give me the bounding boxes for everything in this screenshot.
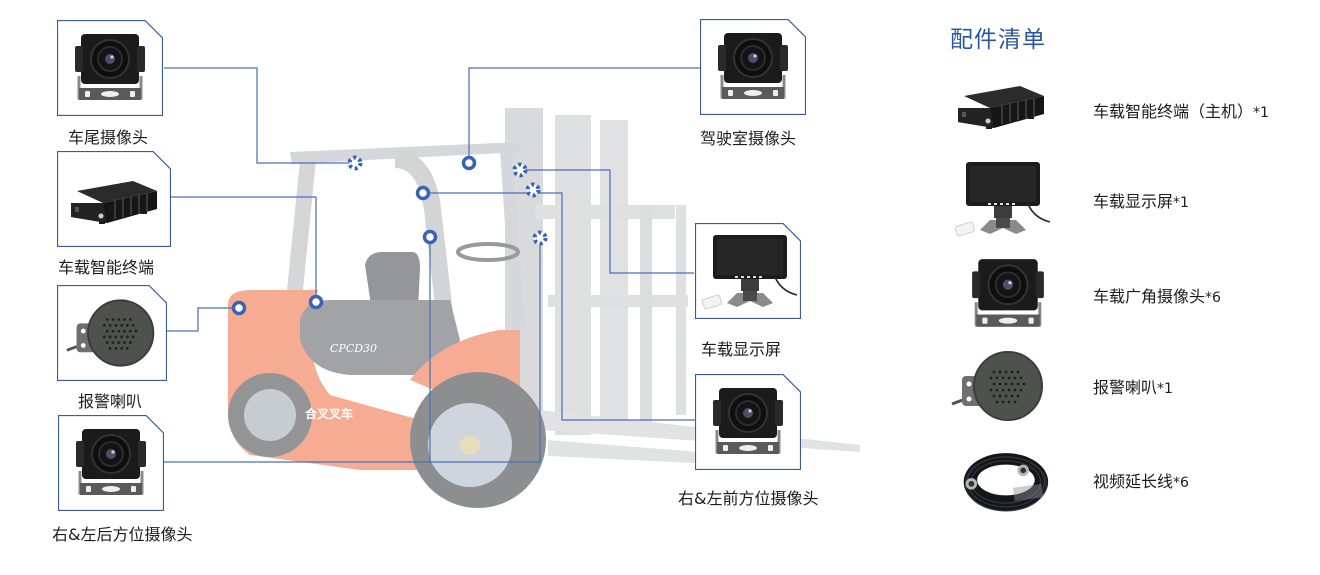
label-front-side-camera: 右&左前方位摄像头 <box>678 489 819 508</box>
camera-icon <box>968 255 1048 333</box>
accessory-item-display: 车载显示屏*1 <box>950 160 1310 240</box>
terminal-icon <box>61 169 165 239</box>
accessory-name: 车载显示屏 <box>1093 192 1174 211</box>
mount-point-markers <box>231 155 477 316</box>
monitor-icon <box>952 160 1052 240</box>
callout-rear-side-camera <box>58 415 164 511</box>
mount-point-cab <box>461 155 477 171</box>
accessory-item-terminal: 车载智能终端（主机）*1 <box>950 70 1310 150</box>
accessory-qty: *1 <box>1173 195 1189 211</box>
accessory-name: 视频延长线 <box>1093 472 1174 491</box>
callout-front-side-camera <box>695 374 801 470</box>
label-terminal: 车载智能终端 <box>58 258 155 277</box>
accessory-qty: *1 <box>1157 381 1173 397</box>
accessory-list-title: 配件清单 <box>950 27 1046 53</box>
mount-point-speaker <box>231 300 247 316</box>
terminal-icon <box>950 74 1050 144</box>
label-rear-camera: 车尾摄像头 <box>68 128 149 147</box>
mount-point-terminal <box>308 294 324 310</box>
forklift-brand-label: 合叉叉车 <box>305 406 353 421</box>
accessory-name: 车载智能终端（主机） <box>1093 102 1254 121</box>
speaker-icon <box>65 293 161 373</box>
callout-rear-camera <box>57 20 163 116</box>
camera-icon <box>71 32 149 104</box>
monitor-icon <box>699 233 799 313</box>
callout-speaker <box>57 285 167 381</box>
forklift-body: CPCD30 合叉叉车 <box>228 108 860 508</box>
callout-display <box>695 223 801 319</box>
camera-icon <box>72 427 150 499</box>
label-cab-camera: 驾驶室摄像头 <box>700 129 797 148</box>
speaker-icon <box>950 346 1050 426</box>
accessory-qty: *6 <box>1173 475 1189 491</box>
camera-icon <box>714 31 792 103</box>
accessory-qty: *1 <box>1253 105 1269 121</box>
forklift-model-label: CPCD30 <box>330 342 377 355</box>
cable-icon <box>956 440 1052 520</box>
camera-icon <box>709 386 787 458</box>
accessory-name: 车载广角摄像头 <box>1093 287 1206 306</box>
label-rear-side-camera: 右&左后方位摄像头 <box>52 525 193 544</box>
hidden-mount-markers <box>347 155 548 246</box>
label-display: 车载显示屏 <box>701 340 782 359</box>
accessory-item-camera: 车载广角摄像头*6 <box>950 255 1310 335</box>
mount-point-pillar <box>422 229 438 245</box>
accessory-item-speaker: 报警喇叭*1 <box>950 346 1310 426</box>
label-speaker: 报警喇叭 <box>78 392 143 411</box>
mount-point-light <box>415 185 431 201</box>
callout-cab-camera <box>700 19 806 115</box>
connector-lines <box>164 67 700 463</box>
accessory-name: 报警喇叭 <box>1093 378 1158 397</box>
callout-terminal <box>57 151 171 247</box>
accessory-item-cable: 视频延长线*6 <box>950 440 1310 520</box>
accessory-qty: *6 <box>1205 290 1221 306</box>
